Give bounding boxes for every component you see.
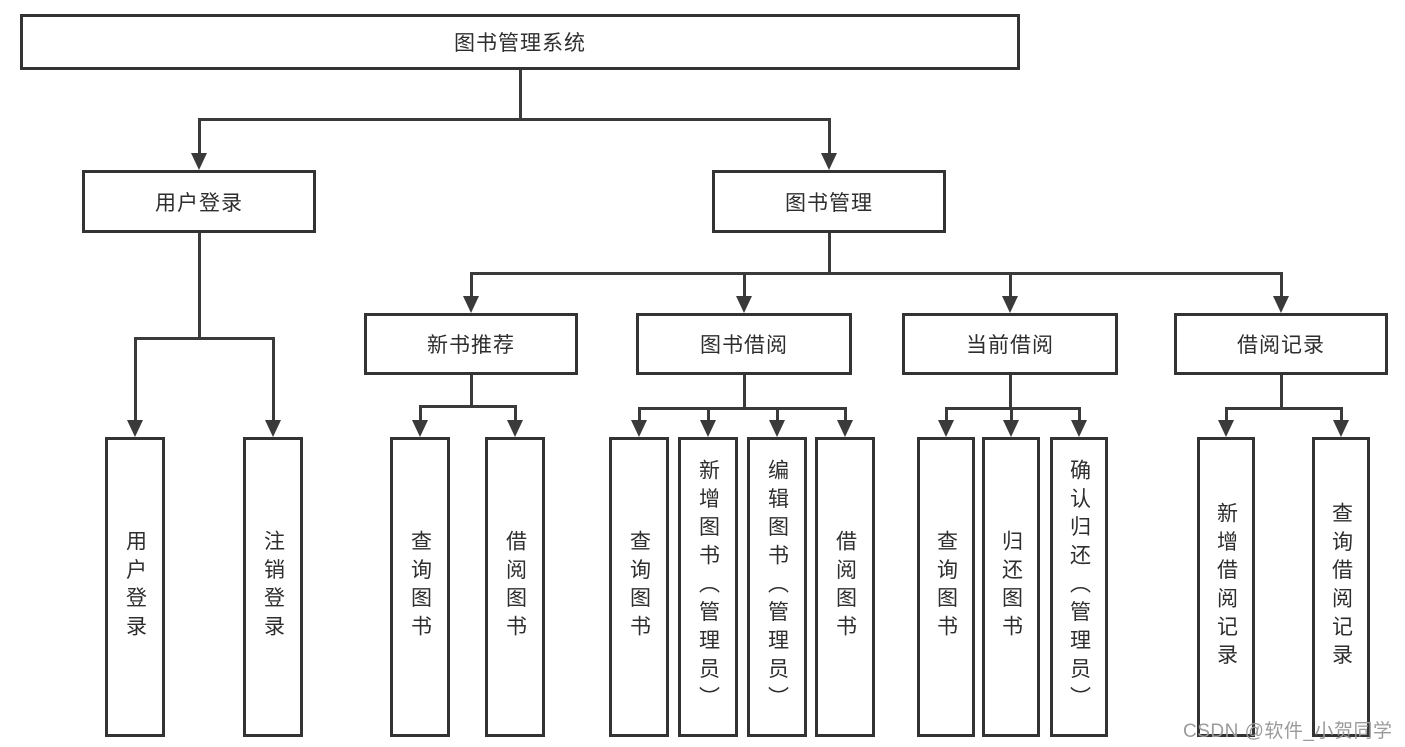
node-new-book-recommend: 新书推荐 bbox=[364, 313, 578, 375]
connector-drop bbox=[743, 272, 746, 298]
arrow-down-icon bbox=[837, 420, 853, 437]
connector-drop bbox=[828, 118, 831, 156]
leaf-borrow-books: 借阅图书 bbox=[815, 437, 875, 737]
arrow-down-icon bbox=[1218, 420, 1234, 437]
leaf-borrow-books-recommend: 借阅图书 bbox=[485, 437, 545, 737]
node-user-login: 用户登录 bbox=[82, 170, 316, 233]
arrow-down-icon bbox=[821, 153, 837, 170]
connector-drop bbox=[776, 407, 779, 422]
arrow-down-icon bbox=[412, 420, 428, 437]
leaf-query-books-borrow: 查询图书 bbox=[609, 437, 669, 737]
arrow-down-icon bbox=[507, 420, 523, 437]
leaf-query-books-recommend: 查询图书 bbox=[390, 437, 450, 737]
node-book-borrow: 图书借阅 bbox=[636, 313, 852, 375]
connector-newbooks-stem bbox=[470, 375, 473, 405]
connector-drop bbox=[1280, 272, 1283, 298]
leaf-user-login: 用户登录 bbox=[105, 437, 165, 737]
connector-bookmgmt-stem bbox=[828, 233, 831, 272]
arrow-down-icon bbox=[631, 420, 647, 437]
arrow-down-icon bbox=[1273, 296, 1289, 313]
node-root-library-system: 图书管理系统 bbox=[20, 14, 1020, 70]
arrow-down-icon bbox=[1333, 420, 1349, 437]
connector-drop bbox=[1078, 407, 1081, 422]
connector-records-rail bbox=[1225, 407, 1342, 410]
connector-borrow-stem bbox=[743, 375, 746, 407]
connector-bookmgmt-rail bbox=[470, 272, 1283, 275]
leaf-logout: 注销登录 bbox=[243, 437, 303, 737]
connector-drop bbox=[514, 405, 517, 422]
arrow-down-icon bbox=[1071, 420, 1087, 437]
connector-drop bbox=[419, 405, 422, 422]
connector-drop bbox=[1009, 272, 1012, 298]
arrow-down-icon bbox=[1002, 296, 1018, 313]
arrow-down-icon bbox=[463, 296, 479, 313]
arrow-down-icon bbox=[736, 296, 752, 313]
connector-userlogin-stem bbox=[198, 233, 201, 337]
leaf-confirm-return-admin: 确认归还（管理员） bbox=[1050, 437, 1108, 737]
connector-userlogin-rail bbox=[134, 337, 275, 340]
connector-root-stem bbox=[519, 69, 522, 119]
connector-current-stem bbox=[1009, 375, 1012, 407]
leaf-add-borrow-record: 新增借阅记录 bbox=[1197, 437, 1255, 737]
leaf-add-books-admin: 新增图书（管理员） bbox=[678, 437, 738, 737]
leaf-query-books-current: 查询图书 bbox=[917, 437, 975, 737]
connector-drop bbox=[945, 407, 948, 422]
arrow-down-icon bbox=[938, 420, 954, 437]
arrow-down-icon bbox=[1003, 420, 1019, 437]
leaf-edit-books-admin: 编辑图书（管理员） bbox=[747, 437, 807, 737]
leaf-query-borrow-record: 查询借阅记录 bbox=[1312, 437, 1370, 737]
csdn-watermark: CSDN @软件_小贺同学 bbox=[1183, 721, 1393, 742]
node-current-borrow: 当前借阅 bbox=[902, 313, 1118, 375]
node-borrow-records: 借阅记录 bbox=[1174, 313, 1388, 375]
connector-drop bbox=[707, 407, 710, 422]
connector-drop bbox=[470, 272, 473, 298]
node-book-management: 图书管理 bbox=[712, 170, 946, 233]
arrow-down-icon bbox=[265, 420, 281, 437]
arrow-down-icon bbox=[700, 420, 716, 437]
connector-root-rail bbox=[198, 118, 831, 121]
connector-newbooks-rail bbox=[419, 405, 517, 408]
connector-drop bbox=[1340, 407, 1343, 422]
connector-drop bbox=[198, 118, 201, 156]
connector-borrow-rail bbox=[638, 407, 846, 410]
connector-drop bbox=[844, 407, 847, 422]
connector-records-stem bbox=[1280, 375, 1283, 407]
arrow-down-icon bbox=[191, 153, 207, 170]
connector-drop bbox=[638, 407, 641, 422]
connector-current-rail bbox=[945, 407, 1081, 410]
connector-drop bbox=[1010, 407, 1013, 422]
leaf-return-books: 归还图书 bbox=[982, 437, 1040, 737]
arrow-down-icon bbox=[127, 420, 143, 437]
connector-drop bbox=[1225, 407, 1228, 422]
connector-drop bbox=[134, 337, 137, 422]
arrow-down-icon bbox=[769, 420, 785, 437]
connector-drop bbox=[272, 337, 275, 422]
